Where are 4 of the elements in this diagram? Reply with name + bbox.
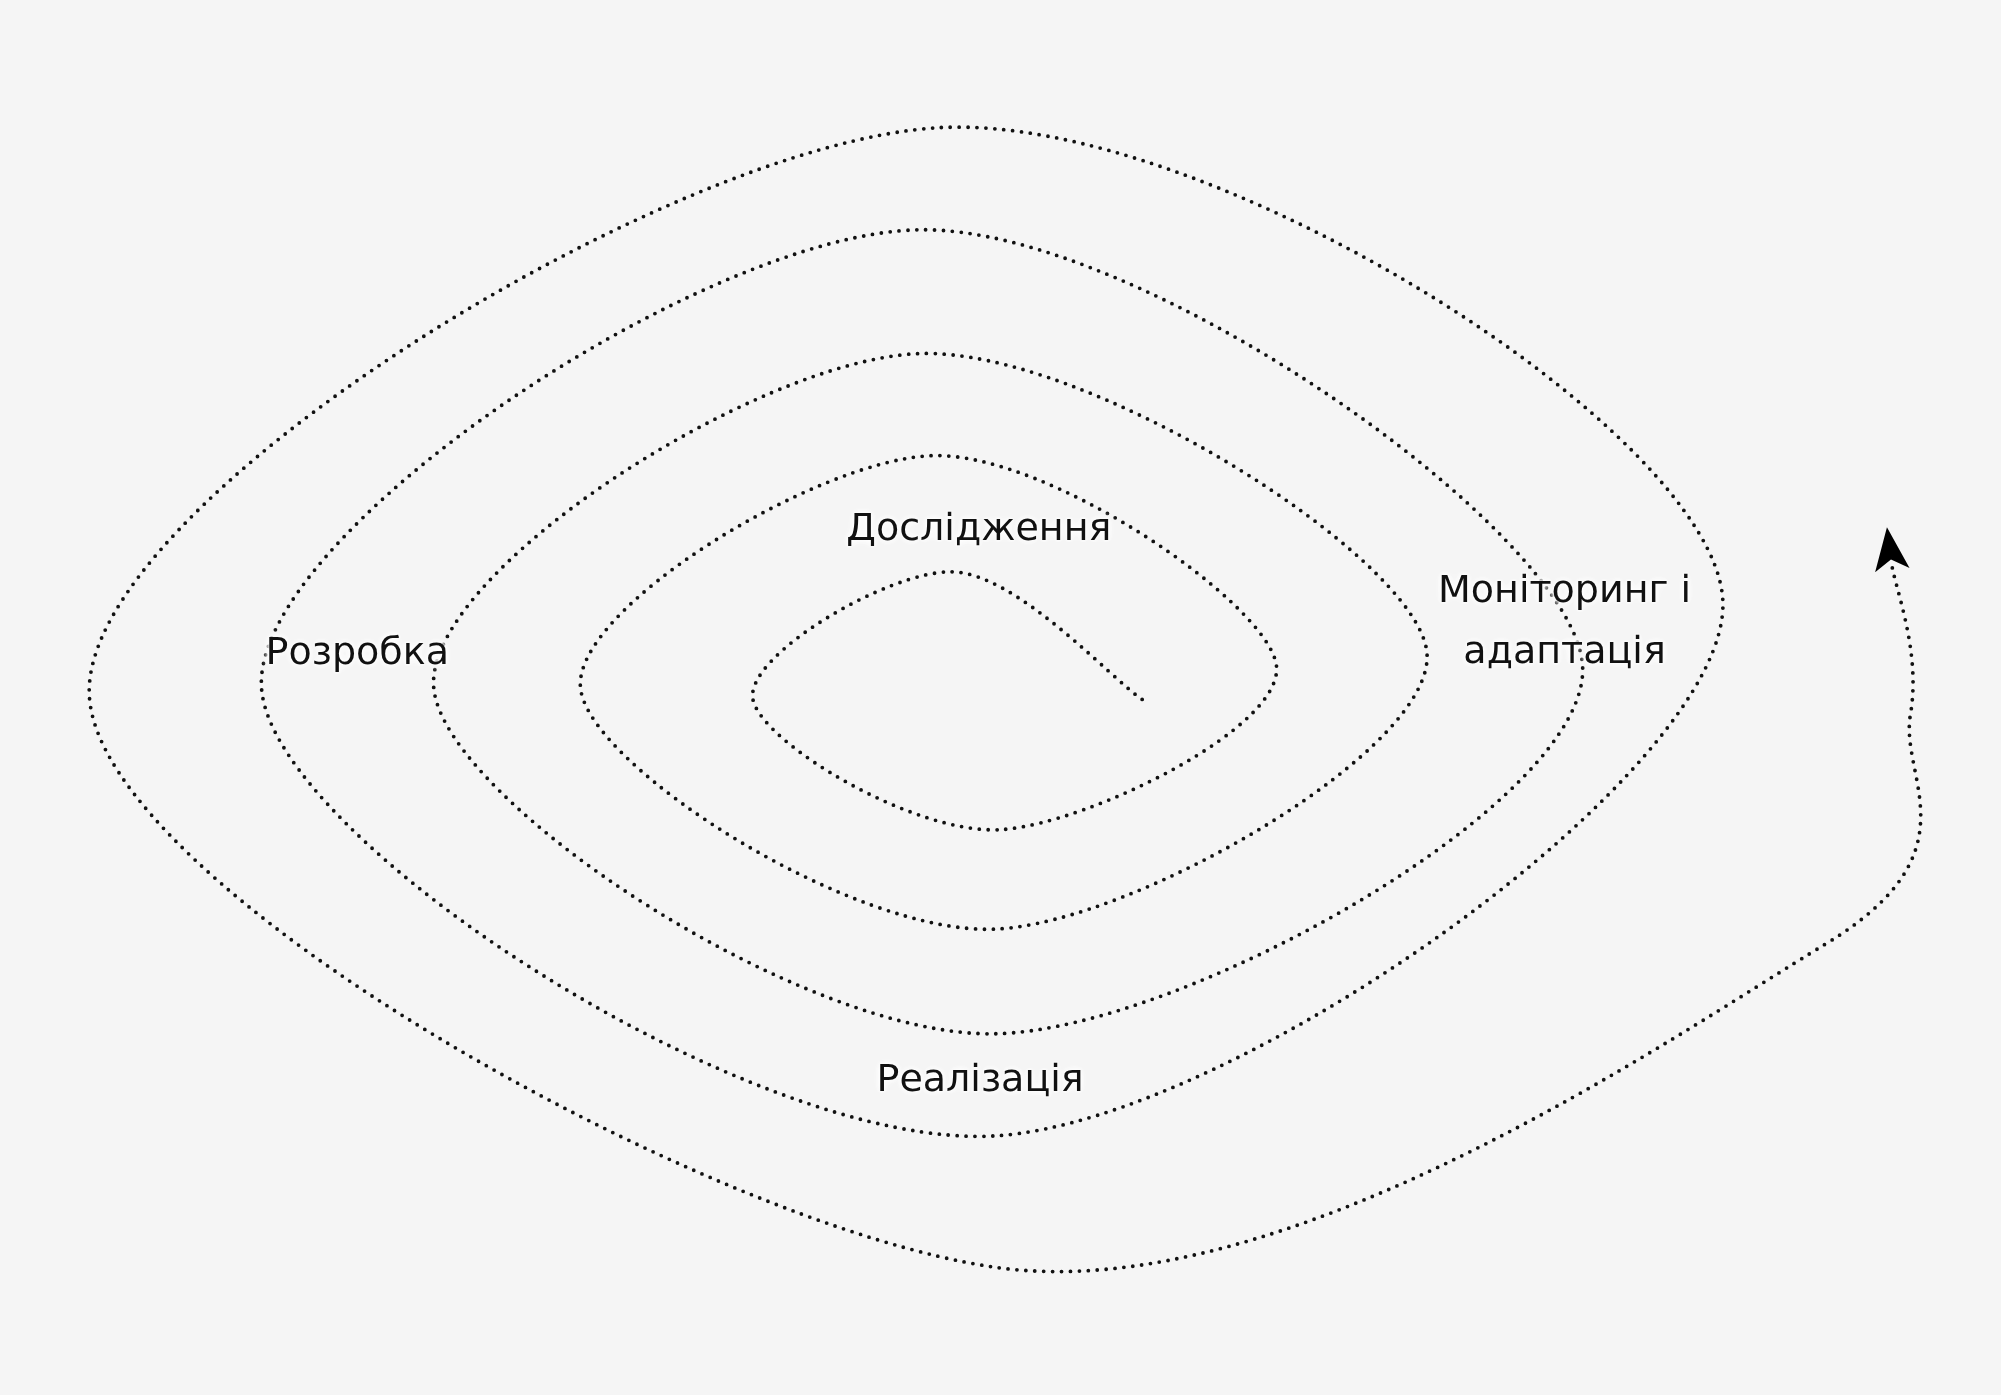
stage-label: Моніторинг і адаптація bbox=[1437, 566, 1693, 675]
stage-label: Дослідження bbox=[846, 503, 1112, 551]
stage-label: Розробка bbox=[265, 627, 449, 675]
stage-label: Реалізація bbox=[876, 1054, 1084, 1102]
